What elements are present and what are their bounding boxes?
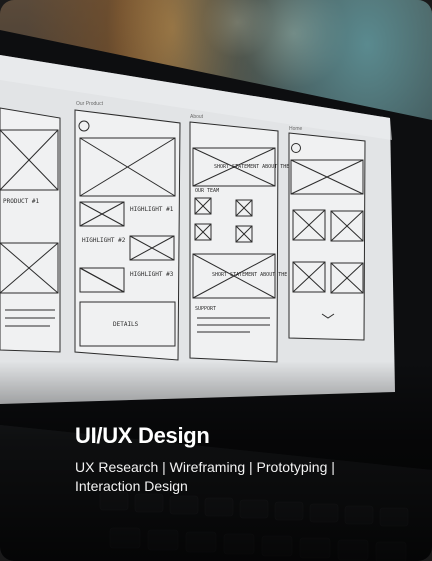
sketch-highlight-2: HIGHLIGHT #2	[82, 237, 126, 244]
sketch-statement-2: SHORT STATEMENT ABOUT THE COMPANY	[212, 272, 311, 278]
column-label-our-product: Our Product	[76, 101, 104, 107]
wireframe-column-4	[288, 132, 366, 341]
card-tags: UX Research | Wireframing | Prototyping …	[75, 459, 335, 494]
column-label-home: Home	[289, 126, 303, 132]
sketch-details: DETAILS	[113, 321, 139, 328]
card-title: UI/UX Design	[75, 423, 210, 448]
sketch-highlight-1: HIGHLIGHT #1	[130, 206, 174, 213]
sketch-highlight-3: HIGHLIGHT #3	[130, 271, 174, 278]
wireframe-column-2	[74, 109, 181, 361]
sketch-our-team: OUR TEAM	[195, 188, 219, 194]
wireframe-column-3	[189, 121, 279, 363]
column-label-about: About	[190, 114, 204, 120]
sketch-statement-1: SHORT STATEMENT ABOUT THE TEAM	[214, 164, 304, 170]
sketch-product-1: PRODUCT #1	[3, 198, 40, 205]
sketch-support: SUPPORT	[195, 306, 216, 312]
wireframe-column-1	[0, 107, 61, 353]
text-overlay-gradient	[0, 361, 432, 561]
